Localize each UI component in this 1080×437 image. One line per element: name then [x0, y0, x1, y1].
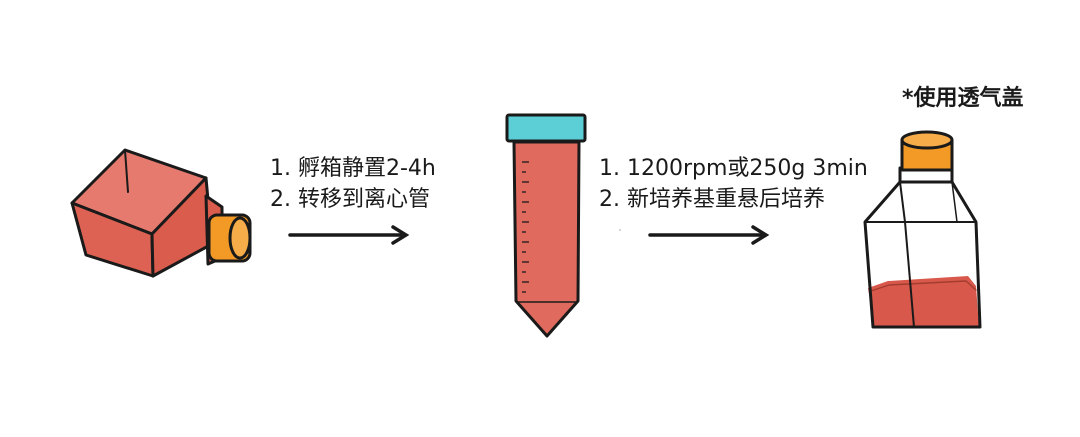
step1-line2: 2. 转移到离心管 [270, 187, 430, 212]
step2-line1: 1. 1200rpm或250g 3min [599, 156, 868, 181]
centrifuge-tube-icon [505, 113, 587, 338]
arrow-right-icon [288, 225, 410, 245]
vented-cap-note: *使用透气盖 [902, 86, 1024, 111]
upright-culture-flask-icon [863, 130, 982, 329]
arrow-right-icon [648, 225, 770, 245]
tilted-culture-flask-icon [70, 148, 252, 278]
step2-line2: 2. 新培养基重悬后培养 [599, 187, 825, 212]
step2-instructions: 1. 1200rpm或250g 3min 2. 新培养基重悬后培养 [599, 153, 868, 215]
step1-line1: 1. 孵箱静置2-4h [270, 156, 436, 181]
step1-instructions: 1. 孵箱静置2-4h 2. 转移到离心管 [270, 153, 436, 215]
